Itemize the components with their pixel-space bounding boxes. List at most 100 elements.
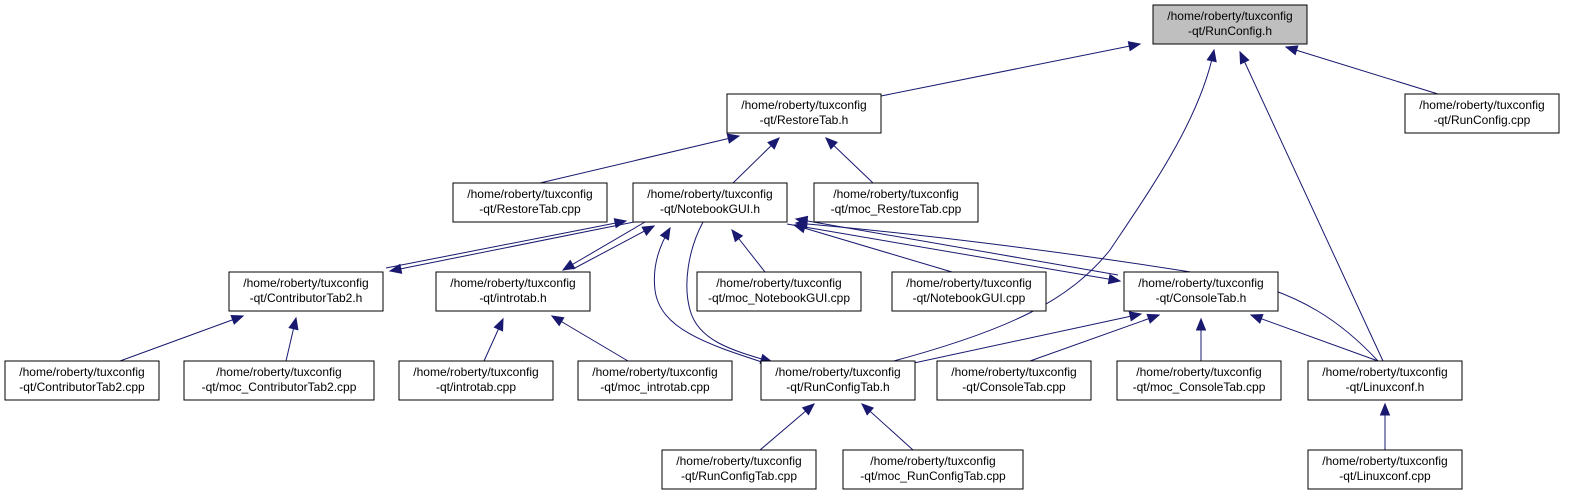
node-path-line: /home/roberty/tuxconfig (716, 276, 841, 290)
node-moc-contributortab2-cpp[interactable]: /home/roberty/tuxconfig-qt/moc_Contribut… (183, 360, 375, 401)
arrowhead (230, 315, 245, 325)
node-contributortab2-cpp[interactable]: /home/roberty/tuxconfig-qt/ContributorTa… (4, 360, 160, 401)
node-notebookgui-h[interactable]: /home/roberty/tuxconfig-qt/NotebookGUI.h (632, 182, 788, 223)
arrowhead (1239, 50, 1250, 65)
node-path-line: /home/roberty/tuxconfig (676, 454, 801, 468)
edge-line (759, 403, 815, 451)
node-linuxconf-cpp[interactable]: /home/roberty/tuxconfig-qt/Linuxconf.cpp (1307, 449, 1463, 490)
node-path-line: /home/roberty/tuxconfig (833, 187, 958, 201)
arrowhead (767, 137, 780, 150)
edge-restoretab_cpp-to-restoretab_h (539, 133, 741, 184)
arrowhead (1379, 402, 1391, 416)
edge-moc_contributortab2_cpp-to-contributortab2_h (285, 316, 299, 362)
node-path-line: /home/roberty/tuxconfig (775, 365, 900, 379)
node-box (1123, 271, 1279, 312)
edge-moc_introtab_cpp-to-introtab_h (550, 315, 629, 362)
node-consoletab-cpp[interactable]: /home/roberty/tuxconfig-qt/ConsoleTab.cp… (936, 360, 1092, 401)
node-path-line: /home/roberty/tuxconfig (243, 276, 368, 290)
edge-runconfigtab_cpp-to-runconfigtab_h (759, 403, 816, 451)
arrowhead (613, 218, 628, 229)
arrowhead (1284, 45, 1299, 56)
node-restoretab-cpp[interactable]: /home/roberty/tuxconfig-qt/RestoreTab.cp… (452, 182, 608, 223)
node-restoretab-h[interactable]: /home/roberty/tuxconfig-qt/RestoreTab.h (726, 93, 882, 134)
edges (119, 41, 1439, 451)
node-path-line: /home/roberty/tuxconfig (1322, 454, 1447, 468)
node-file-line: -qt/moc_RunConfigTab.cpp (860, 469, 1006, 483)
node-box (891, 271, 1047, 312)
edge-consoletab_cpp-to-consoletab_h (1029, 313, 1161, 362)
edge-moc_notebookgui_cpp-to-notebookgui_h (731, 228, 766, 273)
node-path-line: /home/roberty/tuxconfig (951, 365, 1076, 379)
node-box (452, 182, 608, 223)
edge-notebookgui_h-to-contributortab2_h (388, 221, 635, 274)
node-file-line: -qt/moc_introtab.cpp (600, 380, 710, 394)
edge-moc_runconfigtab_cpp-to-runconfigtab_h (861, 403, 914, 451)
edge-moc_consoletab_cpp-to-consoletab_h (1195, 317, 1207, 361)
edge-line (1239, 51, 1384, 362)
node-contributortab2-h[interactable]: /home/roberty/tuxconfig-qt/ContributorTa… (228, 271, 384, 312)
node-box (1404, 93, 1560, 134)
node-file-line: -qt/NotebookGUI.h (660, 202, 760, 216)
node-path-line: /home/roberty/tuxconfig (450, 276, 575, 290)
node-runconfigtab-cpp[interactable]: /home/roberty/tuxconfig-qt/RunConfigTab.… (661, 449, 817, 490)
arrowhead (726, 133, 741, 144)
arrowhead (561, 259, 576, 271)
node-box (577, 360, 733, 401)
edge-notebookgui_h-to-consoletab_h (786, 223, 1122, 285)
node-introtab-h[interactable]: /home/roberty/tuxconfig-qt/introtab.h (435, 271, 591, 312)
node-introtab-cpp[interactable]: /home/roberty/tuxconfig-qt/introtab.cpp (398, 360, 554, 401)
arrowhead (794, 218, 808, 230)
node-consoletab-h[interactable]: /home/roberty/tuxconfig-qt/ConsoleTab.h (1123, 271, 1279, 312)
node-path-line: /home/roberty/tuxconfig (741, 98, 866, 112)
edge-moc_restoretab_cpp-to-restoretab_h (825, 137, 874, 184)
edge-linuxconf_h-to-consoletab_h (1249, 313, 1379, 362)
node-box (4, 360, 160, 401)
node-path-line: /home/roberty/tuxconfig (1167, 9, 1292, 23)
node-moc-notebookgui-cpp[interactable]: /home/roberty/tuxconfig-qt/moc_NotebookG… (696, 271, 862, 312)
node-box (1152, 4, 1308, 45)
node-moc-runconfigtab-cpp[interactable]: /home/roberty/tuxconfig-qt/moc_RunConfig… (842, 449, 1024, 490)
arrowhead (659, 226, 671, 241)
node-file-line: -qt/RestoreTab.cpp (479, 202, 581, 216)
node-box (632, 182, 788, 223)
edge-runconfigtab_h-to-consoletab_h (899, 311, 1143, 367)
edge-line (786, 223, 1121, 282)
edge-line (899, 313, 1142, 367)
edge-runconfigtab_h-to-notebookgui_h (653, 226, 769, 365)
edge-line (793, 224, 953, 273)
node-moc-restoretab-cpp[interactable]: /home/roberty/tuxconfig-qt/moc_RestoreTa… (813, 182, 979, 223)
arrowhead (1206, 48, 1217, 63)
edge-runconfigtab_h-to-runconfig_h (889, 48, 1217, 363)
arrowhead (861, 403, 875, 416)
node-box (1307, 360, 1463, 401)
arrowhead (825, 137, 838, 150)
node-file-line: -qt/ConsoleTab.cpp (962, 380, 1066, 394)
node-linuxconf-h[interactable]: /home/roberty/tuxconfig-qt/Linuxconf.h (1307, 360, 1463, 401)
node-path-line: /home/roberty/tuxconfig (870, 454, 995, 468)
node-file-line: -qt/moc_ConsoleTab.cpp (1133, 380, 1266, 394)
node-box (842, 449, 1024, 490)
edge-linuxconf_h-to-runconfig_h (1239, 50, 1384, 362)
node-runconfig-h[interactable]: /home/roberty/tuxconfig-qt/RunConfig.h (1152, 4, 1308, 45)
node-file-line: -qt/Linuxconf.cpp (1339, 469, 1431, 483)
node-runconfig-cpp[interactable]: /home/roberty/tuxconfig-qt/RunConfig.cpp (1404, 93, 1560, 134)
edge-line (795, 222, 1379, 362)
node-path-line: /home/roberty/tuxconfig (1138, 276, 1263, 290)
edge-line (1285, 46, 1439, 95)
node-box (813, 182, 979, 223)
edge-line (889, 49, 1215, 363)
node-notebookgui-cpp[interactable]: /home/roberty/tuxconfig-qt/NotebookGUI.c… (891, 271, 1047, 312)
node-file-line: -qt/introtab.cpp (436, 380, 516, 394)
node-moc-introtab-cpp[interactable]: /home/roberty/tuxconfig-qt/moc_introtab.… (577, 360, 733, 401)
node-path-line: /home/roberty/tuxconfig (906, 276, 1031, 290)
node-file-line: -qt/moc_ContributorTab2.cpp (202, 380, 357, 394)
node-path-line: /home/roberty/tuxconfig (647, 187, 772, 201)
edge-line (539, 135, 740, 184)
node-file-line: -qt/introtab.h (479, 291, 546, 305)
node-box (435, 271, 591, 312)
node-runconfigtab-h[interactable]: /home/roberty/tuxconfig-qt/RunConfigTab.… (760, 360, 916, 401)
edge-notebookgui_h-to-introtab_h (561, 221, 646, 271)
node-file-line: -qt/NotebookGUI.cpp (913, 291, 1026, 305)
node-box (661, 449, 817, 490)
node-moc-consoletab-cpp[interactable]: /home/roberty/tuxconfig-qt/moc_ConsoleTa… (1116, 360, 1282, 401)
